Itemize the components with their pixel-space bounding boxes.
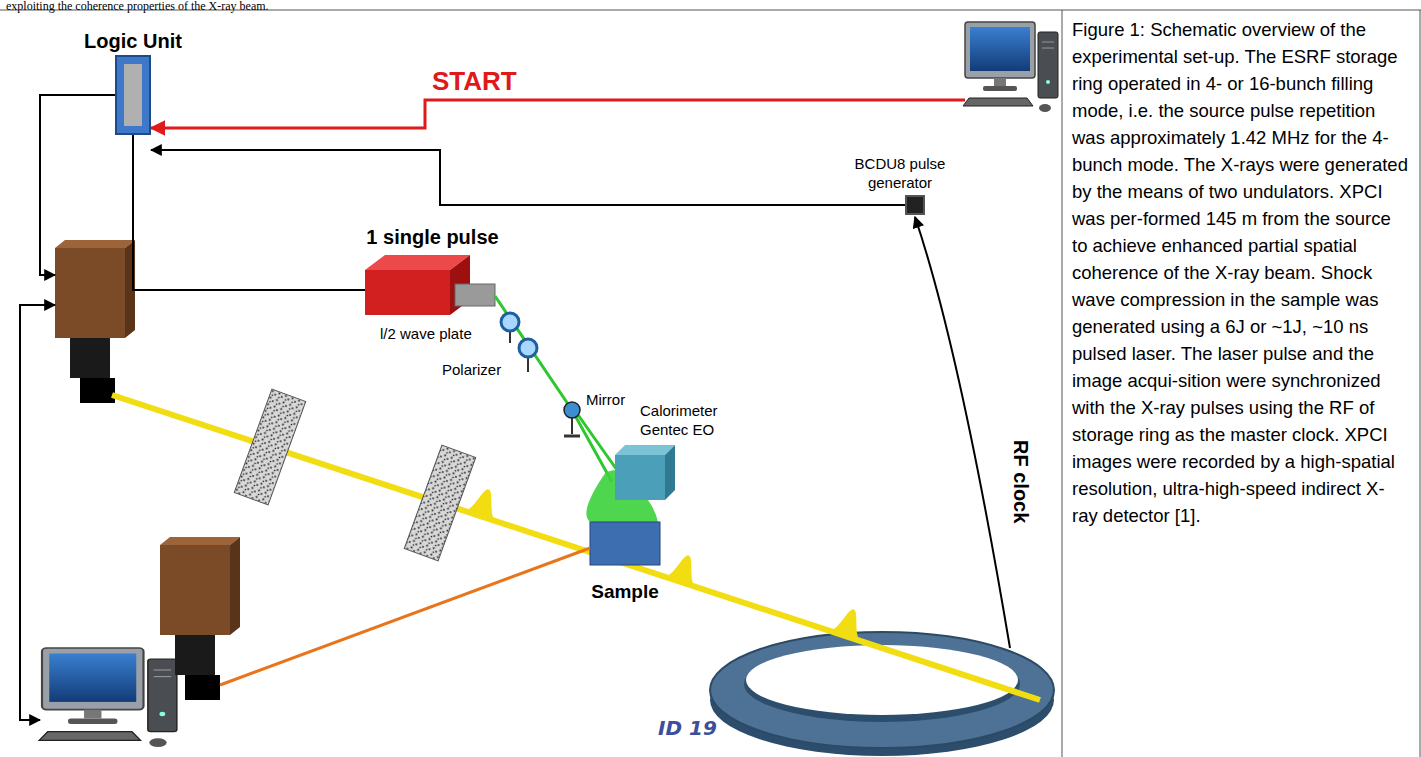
frame-line xyxy=(1420,10,1421,757)
camera xyxy=(160,537,240,700)
node-label: 1 single pulse xyxy=(366,226,498,249)
logic-unit: Logic Unit xyxy=(115,55,151,135)
computer xyxy=(39,648,177,747)
cut-text: exploiting the coherence properties of t… xyxy=(6,0,269,14)
sample: Sample xyxy=(590,520,660,565)
edge-label: RF clock xyxy=(1009,440,1032,523)
laser xyxy=(365,255,495,315)
connector xyxy=(133,135,365,290)
computer xyxy=(965,20,1060,130)
computer xyxy=(40,645,200,745)
connector xyxy=(915,217,1010,648)
pulse-generator: BCDU8 pulse generator xyxy=(905,195,925,215)
calorimeter xyxy=(615,445,675,500)
node-label: Calorimeter Gentec EO xyxy=(640,401,740,439)
connector xyxy=(20,305,55,720)
connector xyxy=(151,100,965,128)
optics-label: Polarizer xyxy=(442,361,501,378)
frame-line xyxy=(1062,10,1063,757)
camera xyxy=(55,240,125,400)
laser: 1 single pulse xyxy=(365,255,500,315)
edge-label: START xyxy=(432,66,517,97)
calorimeter: Calorimeter Gentec EO xyxy=(615,445,675,500)
connector xyxy=(151,150,905,205)
laser-beam xyxy=(576,412,617,470)
xray-beam xyxy=(112,395,1040,700)
laser-beam xyxy=(495,296,612,482)
storage-ring: ID 19 xyxy=(710,630,1055,750)
xray-pulse xyxy=(463,484,871,642)
node-label: Logic Unit xyxy=(84,30,182,53)
sample-block xyxy=(590,522,660,565)
optics xyxy=(501,313,580,436)
optics-label: l/2 wave plate xyxy=(380,325,472,342)
node-label: ID 19 xyxy=(658,716,717,740)
camera xyxy=(160,540,230,690)
computer xyxy=(963,22,1058,112)
probe-line xyxy=(220,548,590,685)
camera xyxy=(55,240,135,403)
optics-label: Mirror xyxy=(586,391,625,408)
diffuser xyxy=(404,445,475,561)
connector xyxy=(40,95,115,275)
node-label: Sample xyxy=(591,581,659,603)
figure-caption: Figure 1: Schematic overview of the expe… xyxy=(1072,16,1410,529)
node-label: BCDU8 pulse generator xyxy=(835,154,965,192)
diffuser xyxy=(234,389,305,505)
